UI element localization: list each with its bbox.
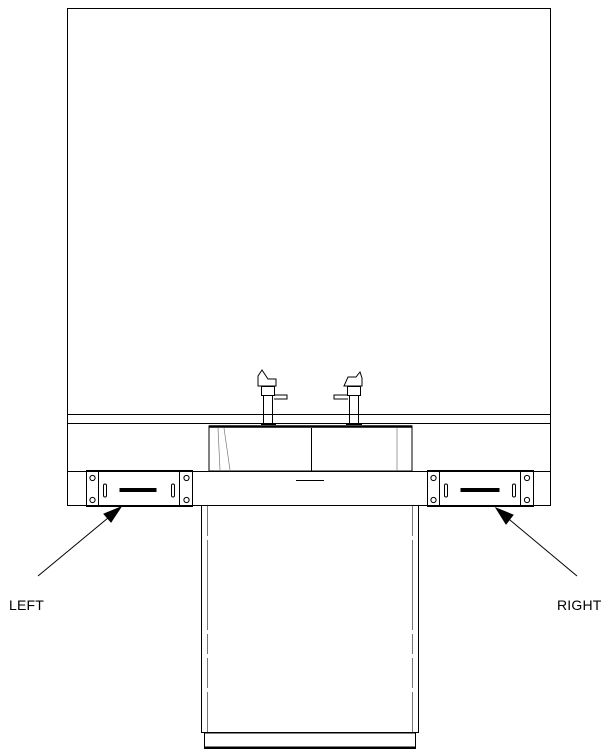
pedestal <box>201 506 419 749</box>
back-panel <box>67 8 551 415</box>
left-label: LEFT <box>9 597 45 613</box>
deck <box>67 414 551 472</box>
left-arrow <box>37 505 123 577</box>
left-bubbler <box>257 369 288 425</box>
right-bubbler <box>333 370 363 425</box>
basin <box>208 425 413 472</box>
right-label: RIGHT <box>557 597 602 613</box>
right-arrow <box>494 506 578 577</box>
right-mounting-bracket <box>427 470 534 507</box>
left-mounting-bracket <box>86 470 193 507</box>
apron <box>67 471 551 506</box>
